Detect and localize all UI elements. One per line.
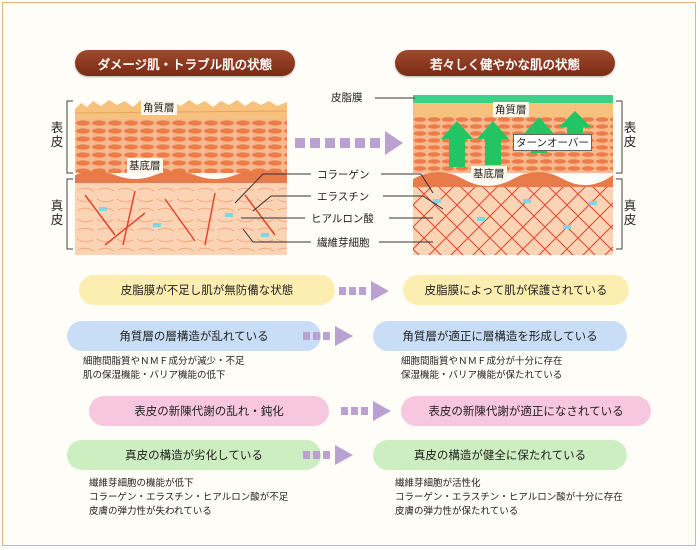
basal-layer-label-right: 基底層 — [471, 166, 507, 181]
left-epidermis-label: 表皮 — [50, 120, 64, 149]
row2-left: 角質層の層構造が乱れている — [67, 321, 321, 351]
right-title: 若々しく健やかな肌の状態 — [395, 50, 615, 76]
row3-arrow — [341, 401, 391, 421]
fibroblast-label: 繊維芽細胞 — [317, 237, 370, 249]
row4-arrow — [303, 445, 353, 465]
basal-layer-label-left: 基底層 — [127, 158, 163, 173]
leader-lines — [234, 97, 444, 243]
row2-left-note: 細胞間脂質やＮＭＦ成分が減少・不足 肌の保湿機能・バリア機能の低下 — [83, 356, 245, 381]
right-layer-brackets — [616, 100, 623, 250]
row2-right: 角質層が適正に層構造を形成している — [373, 321, 627, 351]
collagen-label: コラーゲン — [317, 169, 370, 181]
row2-right-note: 細胞間脂質やＮＭＦ成分が十分に存在 保湿機能・バリア機能が保たれている — [401, 356, 563, 381]
damaged-skin-illustration — [75, 100, 287, 255]
row3-left: 表皮の新陳代謝の乱れ・鈍化 — [89, 396, 329, 426]
row4-left: 真皮の構造が劣化している — [67, 440, 321, 470]
row1-right: 皮脂膜によって肌が保護されている — [403, 275, 629, 305]
stratum-corneum-label-left: 角質層 — [141, 100, 177, 115]
right-epidermis-label: 表皮 — [623, 120, 637, 149]
left-title: ダメージ肌・トラブル肌の状態 — [75, 50, 295, 76]
row4-right: 真皮の構造が健全に保たれている — [373, 440, 627, 470]
sebum-film-label: 皮脂膜 — [331, 92, 363, 104]
stratum-corneum-label-right: 角質層 — [493, 102, 529, 117]
row2-arrow — [303, 326, 353, 346]
hyaluronic-acid-label: ヒアルロン酸 — [311, 213, 374, 225]
left-dermis-label: 真皮 — [50, 198, 64, 227]
row1-arrow — [339, 281, 389, 301]
row4-right-note: 繊維芽細胞が活性化 コラーゲン・エラスチン・ヒアルロン酸が十分に存在 皮膚の弾力… — [395, 478, 623, 517]
left-layer-brackets — [66, 100, 73, 250]
row4-left-note: 繊維芽細胞の機能が低下 コラーゲン・エラスチン・ヒアルロン酸が不足 皮膚の弾力性… — [89, 478, 289, 517]
row1-left: 皮脂膜が不足し肌が無防備な状態 — [79, 275, 335, 305]
turnover-label: ターンオーバー — [513, 134, 592, 151]
right-dermis-label: 真皮 — [623, 198, 637, 227]
elastin-label: エラスチン — [317, 191, 370, 203]
row3-right: 表皮の新陳代謝が適正になされている — [401, 396, 651, 426]
